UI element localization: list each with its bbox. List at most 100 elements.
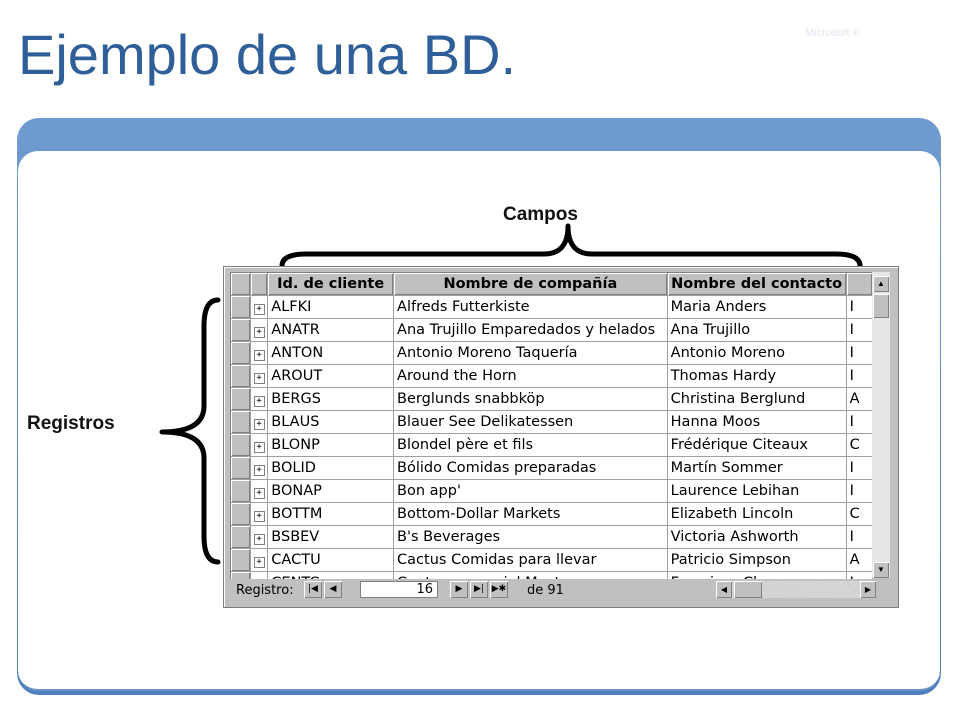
expand-icon[interactable]: +: [253, 534, 265, 545]
table-row[interactable]: +CENTCCentro comercial MoctezumaFrancisc…: [231, 571, 873, 579]
row-expander[interactable]: +: [250, 387, 269, 411]
cell-customer-id[interactable]: CENTC: [267, 571, 395, 579]
cell-contact-name[interactable]: Victoria Ashworth: [667, 525, 847, 549]
row-selector[interactable]: [231, 364, 251, 388]
new-record-icon[interactable]: ▶✱: [490, 581, 508, 598]
row-expander[interactable]: +: [250, 295, 269, 319]
row-expander[interactable]: +: [250, 479, 269, 503]
cell-customer-id[interactable]: ANATR: [267, 318, 395, 342]
cell-truncated[interactable]: I: [846, 479, 873, 503]
row-selector[interactable]: [231, 525, 251, 549]
row-selector[interactable]: [231, 548, 251, 572]
cell-company-name[interactable]: Bottom-Dollar Markets: [393, 502, 668, 526]
cell-truncated[interactable]: I: [846, 571, 873, 579]
cell-customer-id[interactable]: CACTU: [267, 548, 395, 572]
row-expander[interactable]: +: [250, 364, 269, 388]
scroll-up-icon[interactable]: ▲: [873, 276, 889, 292]
column-header-customer-id[interactable]: Id. de cliente: [267, 273, 395, 296]
expand-icon[interactable]: +: [253, 557, 265, 568]
expand-icon[interactable]: +: [253, 465, 265, 476]
expand-icon[interactable]: +: [253, 442, 265, 453]
expand-icon[interactable]: +: [253, 396, 265, 407]
cell-company-name[interactable]: B's Beverages: [393, 525, 668, 549]
scroll-right-icon[interactable]: ▶: [860, 581, 876, 598]
cell-truncated[interactable]: I: [846, 318, 873, 342]
cell-customer-id[interactable]: BOLID: [267, 456, 395, 480]
cell-customer-id[interactable]: BLAUS: [267, 410, 395, 434]
cell-contact-name[interactable]: Francisco Chang: [667, 571, 847, 579]
cell-company-name[interactable]: Around the Horn: [393, 364, 668, 388]
cell-customer-id[interactable]: BOTTM: [267, 502, 395, 526]
cell-truncated[interactable]: I: [846, 295, 873, 319]
cell-truncated[interactable]: A: [846, 548, 873, 572]
cell-contact-name[interactable]: Ana Trujillo: [667, 318, 847, 342]
cell-truncated[interactable]: I: [846, 410, 873, 434]
row-expander[interactable]: +: [250, 525, 269, 549]
last-record-icon[interactable]: ▶|: [470, 581, 488, 598]
row-expander[interactable]: +: [250, 571, 269, 579]
expand-icon[interactable]: +: [253, 373, 265, 384]
expand-icon[interactable]: +: [253, 488, 265, 499]
cell-company-name[interactable]: Ana Trujillo Emparedados y helados: [393, 318, 668, 342]
column-header-company-name[interactable]: Nombre de compañía: [393, 273, 668, 296]
cell-company-name[interactable]: Centro comercial Moctezuma: [393, 571, 668, 579]
cell-truncated[interactable]: A: [846, 387, 873, 411]
cell-customer-id[interactable]: BSBEV: [267, 525, 395, 549]
cell-customer-id[interactable]: BONAP: [267, 479, 395, 503]
horizontal-scrollbar[interactable]: ◀ ▶: [716, 581, 876, 598]
cell-truncated[interactable]: I: [846, 364, 873, 388]
row-selector[interactable]: [231, 295, 251, 319]
row-selector[interactable]: [231, 433, 251, 457]
row-expander[interactable]: +: [250, 318, 269, 342]
cell-company-name[interactable]: Bon app': [393, 479, 668, 503]
cell-contact-name[interactable]: Antonio Moreno: [667, 341, 847, 365]
row-selector[interactable]: [231, 456, 251, 480]
cell-contact-name[interactable]: Hanna Moos: [667, 410, 847, 434]
column-header-contact-name[interactable]: Nombre del contacto: [667, 273, 847, 296]
cell-company-name[interactable]: Cactus Comidas para llevar: [393, 548, 668, 572]
first-record-icon[interactable]: |◀: [304, 581, 322, 598]
expand-icon[interactable]: +: [253, 350, 265, 361]
cell-contact-name[interactable]: Thomas Hardy: [667, 364, 847, 388]
cell-contact-name[interactable]: Elizabeth Lincoln: [667, 502, 847, 526]
cell-company-name[interactable]: Bólido Comidas preparadas: [393, 456, 668, 480]
row-selector[interactable]: [231, 410, 251, 434]
cell-contact-name[interactable]: Patricio Simpson: [667, 548, 847, 572]
cell-truncated[interactable]: C: [846, 502, 873, 526]
row-selector[interactable]: [231, 502, 251, 526]
expand-icon[interactable]: +: [253, 511, 265, 522]
cell-contact-name[interactable]: Christina Berglund: [667, 387, 847, 411]
cell-truncated[interactable]: C: [846, 433, 873, 457]
cell-customer-id[interactable]: ANTON: [267, 341, 395, 365]
cell-truncated[interactable]: I: [846, 525, 873, 549]
cell-company-name[interactable]: Blauer See Delikatessen: [393, 410, 668, 434]
next-record-icon[interactable]: ▶: [450, 581, 468, 598]
cell-customer-id[interactable]: BERGS: [267, 387, 395, 411]
cell-company-name[interactable]: Antonio Moreno Taquería: [393, 341, 668, 365]
cell-customer-id[interactable]: AROUT: [267, 364, 395, 388]
row-expander[interactable]: +: [250, 548, 269, 572]
scroll-left-icon[interactable]: ◀: [716, 581, 732, 598]
vertical-scrollbar[interactable]: ▲ ▼: [872, 272, 890, 578]
expand-icon[interactable]: +: [253, 327, 265, 338]
row-expander[interactable]: +: [250, 456, 269, 480]
cell-company-name[interactable]: Berglunds snabbköp: [393, 387, 668, 411]
row-selector[interactable]: [231, 479, 251, 503]
previous-record-icon[interactable]: ◀: [324, 581, 342, 598]
cell-contact-name[interactable]: Frédérique Citeaux: [667, 433, 847, 457]
cell-truncated[interactable]: I: [846, 341, 873, 365]
vertical-scroll-thumb[interactable]: [873, 294, 889, 318]
cell-customer-id[interactable]: BLONP: [267, 433, 395, 457]
scroll-down-icon[interactable]: ▼: [873, 562, 889, 578]
row-expander[interactable]: +: [250, 341, 269, 365]
